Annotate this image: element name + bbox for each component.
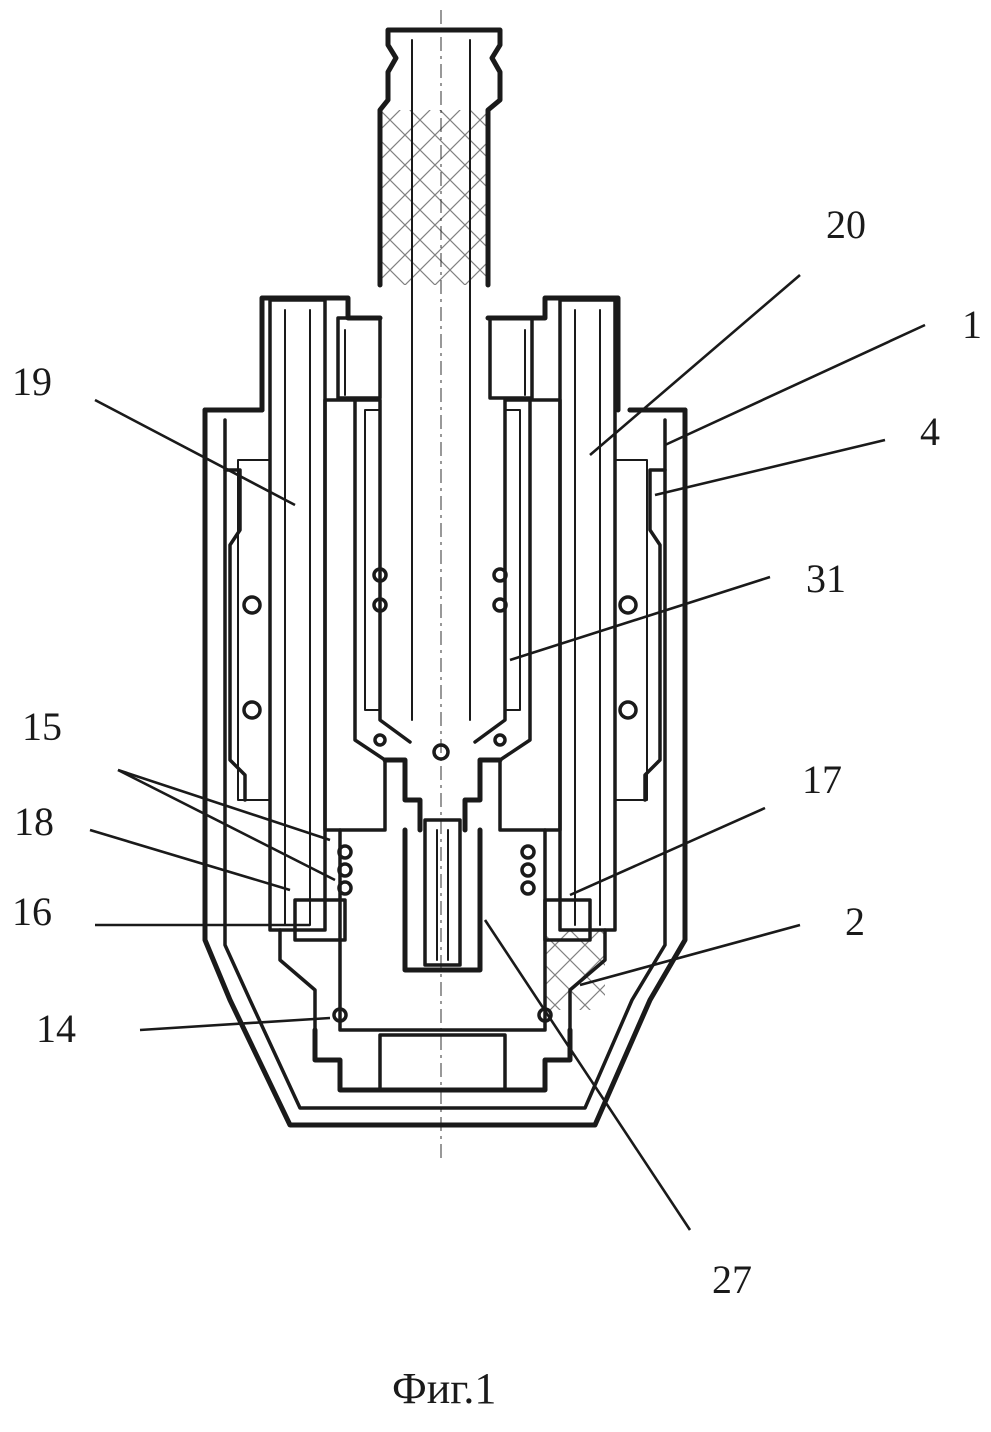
figure-caption: Фиг.1 <box>392 1364 496 1413</box>
leader-20 <box>590 275 800 455</box>
leader-18 <box>90 830 290 890</box>
label-19: 19 <box>12 359 52 404</box>
leader-19 <box>95 400 295 505</box>
leader-31 <box>510 577 770 660</box>
label-17: 17 <box>802 757 842 802</box>
label-20: 20 <box>826 202 866 247</box>
label-15: 15 <box>22 704 62 749</box>
leader-lines <box>90 275 925 1230</box>
leader-4 <box>655 440 885 495</box>
label-14: 14 <box>36 1006 76 1051</box>
label-1: 1 <box>962 302 982 347</box>
insulator-body <box>325 400 560 830</box>
label-4: 4 <box>920 409 940 454</box>
central-insert <box>315 760 570 1090</box>
label-31: 31 <box>806 556 846 601</box>
leader-2 <box>580 925 800 985</box>
leader-1 <box>665 325 925 445</box>
outer-housing <box>205 410 685 1125</box>
leader-14 <box>140 1018 330 1030</box>
label-2: 2 <box>845 899 865 944</box>
label-27: 27 <box>712 1257 752 1302</box>
top-collar <box>262 298 618 410</box>
lower-seals <box>280 846 605 1030</box>
label-18: 18 <box>14 799 54 844</box>
label-16: 16 <box>12 889 52 934</box>
right-tube <box>560 300 647 930</box>
top-nozzle <box>380 30 500 720</box>
left-tube <box>238 300 325 930</box>
